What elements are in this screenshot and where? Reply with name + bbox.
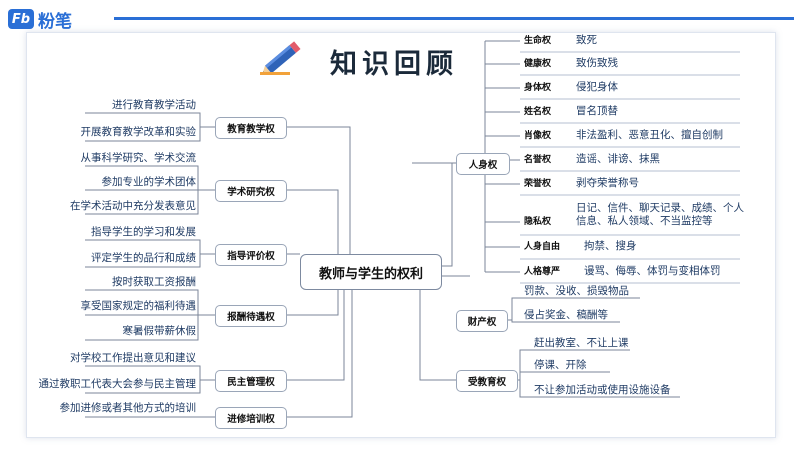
leaf-education-1: 赶出教室、不让上课 (534, 337, 629, 349)
brand-mark: Fb (8, 9, 34, 29)
cat-portrait: 肖像权 (524, 131, 552, 141)
cat-life: 生命权 (524, 36, 552, 46)
desc-privacy: 日记、信件、聊天记录、成绩、个人信息、私人领域、不当监控等 (576, 202, 744, 227)
node-guidance-right: 指导评价权 (215, 244, 287, 266)
desc-honor: 剥夺荣誉称号 (576, 177, 639, 189)
node-training-right: 进修培训权 (215, 407, 287, 429)
cat-body: 身体权 (524, 83, 552, 93)
leaf-guidance-1: 指导学生的学习和发展 (91, 226, 196, 238)
desc-reputation: 造谣、诽谤、抹黑 (576, 153, 660, 165)
leaf-democracy-2: 通过教职工代表大会参与民主管理 (38, 378, 197, 390)
leaf-research-3: 在学术活动中充分发表意见 (70, 200, 196, 212)
desc-life: 致死 (576, 34, 597, 46)
cat-freedom: 人身自由 (524, 242, 561, 252)
node-democracy-right: 民主管理权 (215, 370, 287, 392)
cat-reputation: 名誉权 (524, 155, 552, 165)
desc-name: 冒名顶替 (576, 105, 618, 117)
leaf-property-1: 罚款、没收、损毁物品 (524, 285, 629, 297)
leaf-research-1: 从事科学研究、学术交流 (80, 152, 197, 164)
page-title: 知识回顾 (330, 49, 458, 80)
leaf-salary-1: 按时获取工资报酬 (112, 276, 196, 288)
desc-health: 致伤致残 (576, 57, 618, 69)
pencil-icon (260, 41, 301, 75)
node-salary-right: 报酬待遇权 (215, 305, 287, 327)
leaf-training-1: 参加进修或者其他方式的培训 (59, 402, 197, 414)
desc-freedom: 拘禁、搜身 (584, 240, 637, 252)
leaf-education-3: 不让参加活动或使用设施设备 (534, 384, 671, 396)
node-research-right: 学术研究权 (215, 180, 287, 202)
brand-logo: Fb 粉笔 (8, 6, 72, 32)
desc-dignity: 谩骂、侮辱、体罚与变相体罚 (584, 265, 721, 277)
leaf-teaching-2: 开展教育教学改革和实验 (80, 126, 197, 138)
leaf-education-2: 停课、开除 (534, 359, 587, 371)
leaf-democracy-1: 对学校工作提出意见和建议 (70, 352, 196, 364)
node-property-right: 财产权 (456, 310, 508, 332)
leaf-salary-2: 享受国家规定的福利待遇 (80, 300, 197, 312)
header-bar (114, 17, 794, 20)
center-node: 教师与学生的权利 (300, 254, 442, 290)
leaf-salary-3: 寒暑假带薪休假 (122, 325, 197, 337)
cat-dignity: 人格尊严 (524, 267, 561, 277)
leaf-property-2: 侵占奖金、稿酬等 (524, 309, 608, 321)
cat-health: 健康权 (524, 59, 552, 69)
leaf-guidance-2: 评定学生的品行和成绩 (91, 252, 196, 264)
desc-portrait: 非法盈利、恶意丑化、擅自创制 (576, 129, 723, 141)
leaf-teaching-1: 进行教育教学活动 (112, 99, 196, 111)
node-teaching-right: 教育教学权 (215, 117, 287, 139)
node-person-right: 人身权 (456, 153, 510, 175)
leaf-research-2: 参加专业的学术团体 (101, 176, 197, 188)
cat-honor: 荣誉权 (524, 179, 552, 189)
cat-name: 姓名权 (524, 107, 552, 117)
brand-name: 粉笔 (38, 11, 72, 32)
cat-privacy: 隐私权 (524, 217, 552, 227)
node-education-right: 受教育权 (456, 370, 518, 392)
desc-body: 侵犯身体 (576, 81, 618, 93)
